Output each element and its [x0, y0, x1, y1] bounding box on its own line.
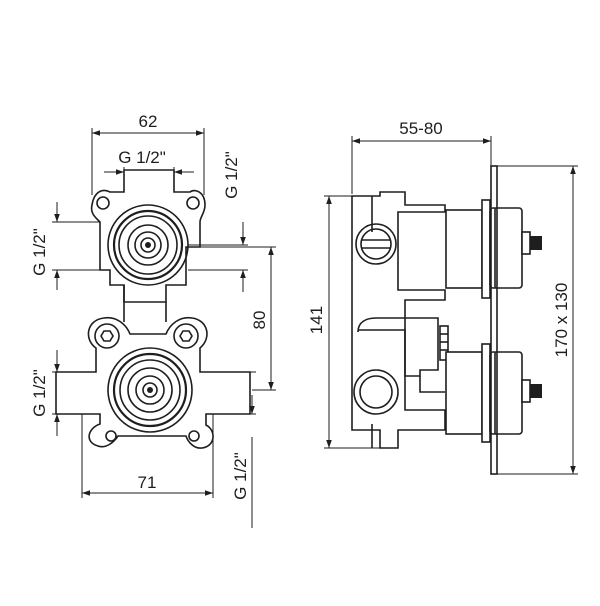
- dim-62-label: 62: [139, 112, 158, 131]
- side-upper-port-inner: [360, 228, 392, 260]
- lower-valve-ring-3: [119, 359, 181, 421]
- upper-valve-ring-2: [112, 209, 184, 281]
- face-plate: [490, 165, 498, 475]
- mount-hole-bottom-left: [105, 430, 117, 442]
- lower-cartridge-flange: [481, 343, 491, 443]
- dim-80-label: 80: [250, 311, 269, 330]
- lower-valve-spindle: [142, 382, 158, 398]
- lower-cartridge-spindle: [530, 384, 542, 398]
- dim-top-right-port-label: G 1/2": [222, 151, 241, 199]
- upper-cartridge-flange: [481, 199, 491, 299]
- dim-141-label: 141: [307, 306, 326, 334]
- upper-cartridge-stem: [521, 231, 531, 255]
- side-screw: [439, 325, 449, 361]
- side-housing-outline: [351, 191, 446, 449]
- mount-hole-top-left: [96, 196, 110, 210]
- side-lower-port-inner: [359, 375, 393, 409]
- lower-valve-ring-4: [127, 367, 173, 413]
- lower-valve-ring-2: [112, 352, 188, 428]
- dim-71-label: 71: [138, 473, 157, 492]
- lower-body-outline: [55, 316, 251, 449]
- upper-valve-spindle: [140, 237, 156, 253]
- lower-valve-ring-5: [135, 375, 165, 405]
- dim-top-port-label: G 1/2": [118, 148, 166, 167]
- upper-valve-ring-3: [118, 215, 178, 275]
- lower-valve-center: [147, 387, 153, 393]
- side-view: 55-80 141 170 x 130: [307, 119, 578, 475]
- upper-valve-center: [145, 242, 151, 248]
- upper-valve-ring-4: [127, 224, 169, 266]
- side-upper-port-outer: [355, 223, 397, 265]
- lower-hex-left: [100, 330, 114, 342]
- lower-mount-boss-left: [94, 323, 120, 349]
- side-middle-profile-lower: [419, 376, 445, 393]
- front-view: 62 G 1/2" G 1/2" G 1/2" 80 G 1/2": [30, 112, 276, 528]
- lower-mount-boss-right: [173, 323, 199, 349]
- upper-cartridge-body: [445, 209, 483, 289]
- dim-bottom-right-port-label: G 1/2": [231, 452, 250, 500]
- side-middle-profile: [357, 317, 439, 377]
- lower-cartridge-body: [445, 351, 483, 435]
- lower-hex-right: [179, 330, 193, 342]
- mount-hole-top-right: [186, 196, 200, 210]
- upper-cartridge-spindle: [530, 236, 542, 250]
- dim-left-lower-port-label: G 1/2": [30, 369, 49, 417]
- mount-hole-bottom-right: [188, 430, 200, 442]
- side-lower-port-outer: [353, 369, 399, 415]
- dim-55-80-label: 55-80: [399, 119, 442, 138]
- upper-body-outline: [90, 169, 206, 303]
- upper-valve-ring-5: [134, 231, 162, 259]
- lower-cartridge-stem: [521, 379, 531, 403]
- dim-left-upper-port-label: G 1/2": [30, 228, 49, 276]
- dim-plate-label: 170 x 130: [552, 283, 571, 358]
